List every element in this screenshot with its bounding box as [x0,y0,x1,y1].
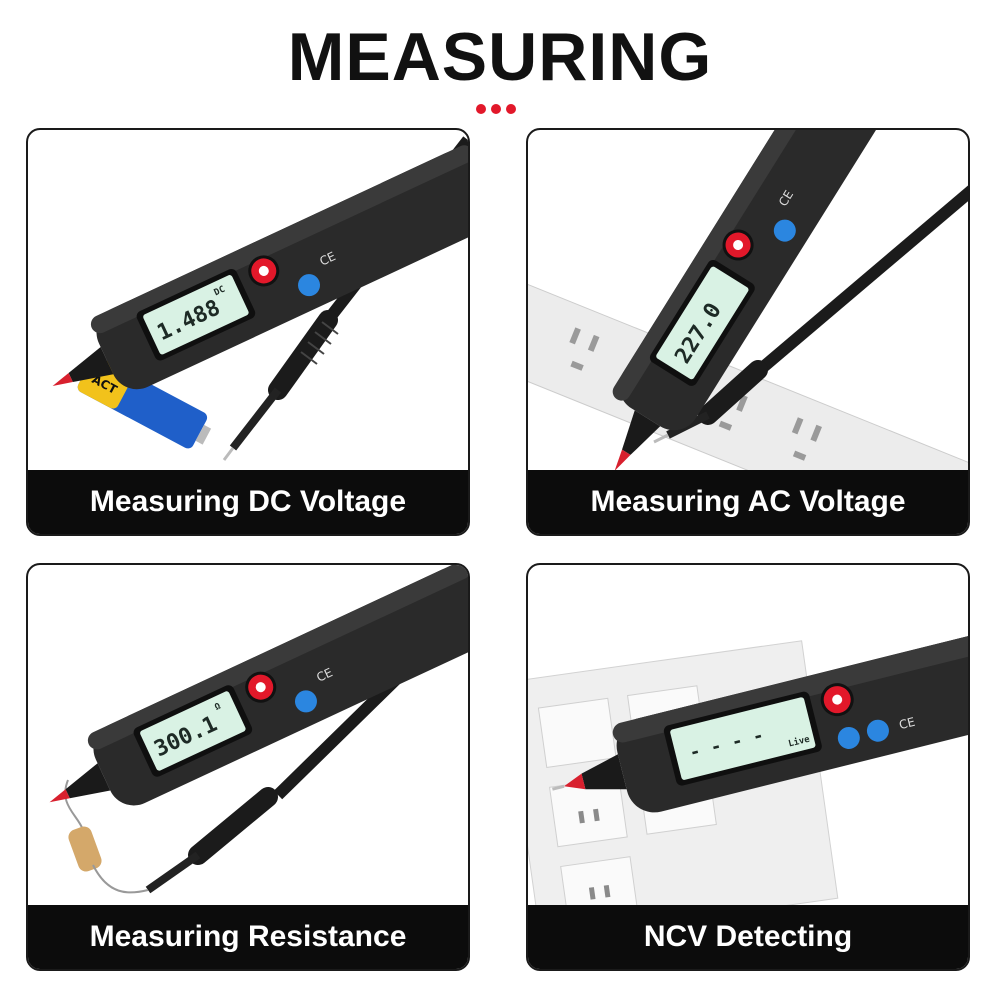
test-probe-icon [222,310,339,461]
lcd-unit: Ω [213,701,223,713]
blue-function-button-icon[interactable] [865,717,892,744]
resistor-icon [64,779,149,894]
lcd-screen [140,691,246,771]
ce-mark-icon: CE [898,715,917,732]
multimeter-pen: 1.488 DC CE [52,145,468,390]
lcd-unit: Live [787,734,811,750]
blue-function-button-icon[interactable] [291,687,320,716]
blue-function-button-icon[interactable] [835,725,862,752]
lcd-screen [670,697,816,780]
ce-mark-icon: CE [314,665,334,684]
caption-ncv: NCV Detecting [528,905,968,969]
panel-ac-voltage: 227.0 CE Measuring AC Voltage [526,128,970,536]
multimeter-pen: 227.0 CE [612,130,901,470]
caption-resistance: Measuring Resistance [28,905,468,969]
panel-ncv: - - - - Live CE NCV Detecting [526,563,970,971]
panel-dc-voltage: ACT 1.488 DC CE Measuring DC Voltage [26,128,470,536]
panel-resistance: 300.1 Ω CE Measuring Resistance [26,563,470,971]
lcd-unit: DC [213,285,227,299]
ncv-illustration: - - - - Live CE [528,625,968,905]
page-title: MEASURING [287,19,713,95]
ce-mark-icon: CE [317,249,337,268]
dc-voltage-illustration: ACT 1.488 DC CE [52,136,468,461]
lcd-screen [143,275,249,355]
ac-voltage-illustration: 227.0 CE [528,130,968,470]
blue-function-button-icon[interactable] [770,215,800,245]
multimeter-pen: 300.1 Ω CE [49,565,468,806]
multimeter-pen: - - - - Live CE [552,625,968,813]
test-probe-icon [145,787,278,894]
decorative-dots [476,101,524,115]
resistance-illustration: 300.1 Ω CE [49,565,468,894]
lcd-screen [656,266,749,380]
caption-dc-voltage: Measuring DC Voltage [28,470,468,534]
caption-ac-voltage: Measuring AC Voltage [528,470,968,534]
blue-function-button-icon[interactable] [294,271,323,300]
